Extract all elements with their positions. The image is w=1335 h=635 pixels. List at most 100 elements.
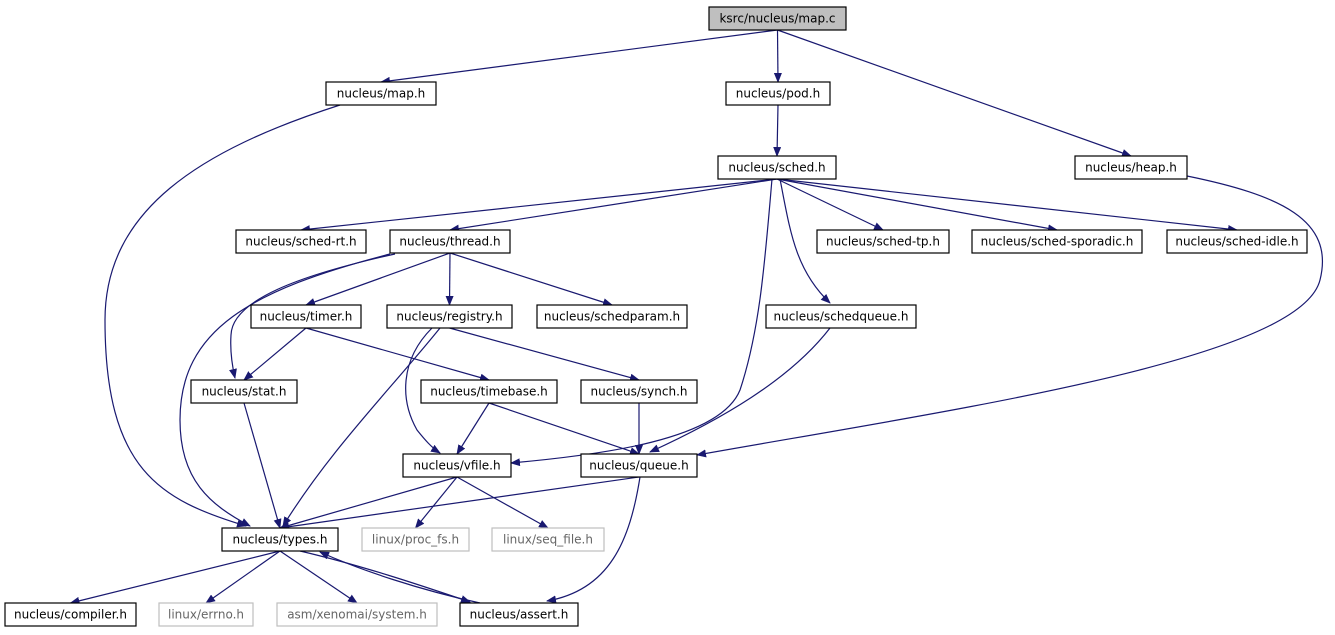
node-schedparam_h[interactable]: nucleus/schedparam.h	[536, 304, 688, 329]
node-label-schedparam_h: nucleus/schedparam.h	[544, 310, 680, 324]
node-box-vfile_h	[402, 453, 512, 478]
node-timebase_h[interactable]: nucleus/timebase.h	[420, 379, 558, 404]
node-box-errno_h	[158, 602, 254, 627]
node-proc_fs_h: linux/proc_fs.h	[361, 527, 470, 552]
edges-layer	[69, 29, 1323, 605]
node-box-timer_h	[250, 304, 362, 329]
node-box-queue_h	[580, 453, 698, 478]
node-sched_tp_h[interactable]: nucleus/sched-tp.h	[816, 229, 950, 254]
node-schedqueue_h[interactable]: nucleus/schedqueue.h	[765, 304, 917, 329]
node-box-map_c	[708, 6, 847, 31]
node-thread_h[interactable]: nucleus/thread.h	[389, 229, 511, 254]
node-label-stat_h: nucleus/stat.h	[202, 385, 287, 399]
node-label-proc_fs_h: linux/proc_fs.h	[372, 533, 459, 547]
node-assert_h[interactable]: nucleus/assert.h	[459, 602, 579, 627]
node-box-registry_h	[386, 304, 513, 329]
edge-queue_h-to-types_h	[279, 476, 640, 531]
node-sched_sporadic_h[interactable]: nucleus/sched-sporadic.h	[971, 229, 1143, 254]
edge-registry_h-to-synch_h	[449, 327, 640, 382]
edge-registry_h-to-types_h	[282, 327, 441, 527]
edge-timebase_h-to-vfile_h	[456, 402, 490, 455]
edge-sched_h-to-sched_rt_h	[300, 178, 778, 234]
node-label-sched_tp_h: nucleus/sched-tp.h	[826, 235, 940, 249]
node-synch_h[interactable]: nucleus/synch.h	[580, 379, 698, 404]
node-label-timer_h: nucleus/timer.h	[260, 310, 353, 324]
edge-vfile_h-to-proc_fs_h	[414, 476, 458, 529]
node-box-sched_tp_h	[816, 229, 950, 254]
node-label-types_h: nucleus/types.h	[233, 533, 328, 547]
node-label-queue_h: nucleus/queue.h	[589, 459, 688, 473]
edge-types_h-to-compiler_h	[69, 550, 281, 605]
node-label-errno_h: linux/errno.h	[168, 608, 244, 622]
node-label-sched_sporadic_h: nucleus/sched-sporadic.h	[981, 235, 1134, 249]
node-seq_file_h: linux/seq_file.h	[491, 527, 605, 552]
node-box-assert_h	[459, 602, 579, 627]
node-sched_rt_h[interactable]: nucleus/sched-rt.h	[235, 229, 367, 254]
edge-heap_h-to-queue_h	[696, 175, 1323, 458]
node-label-schedqueue_h: nucleus/schedqueue.h	[774, 310, 909, 324]
edge-types_h-to-errno_h	[205, 550, 281, 604]
edge-sched_h-to-sched_idle_h	[776, 178, 1238, 233]
node-map_h[interactable]: nucleus/map.h	[325, 81, 437, 106]
node-box-seq_file_h	[491, 527, 605, 552]
node-map_c[interactable]: ksrc/nucleus/map.c	[708, 6, 847, 31]
node-compiler_h[interactable]: nucleus/compiler.h	[4, 602, 137, 627]
node-box-sched_h	[717, 155, 837, 180]
node-box-sched_sporadic_h	[971, 229, 1143, 254]
node-label-timebase_h: nucleus/timebase.h	[430, 385, 548, 399]
edge-vfile_h-to-seq_file_h	[456, 476, 549, 529]
node-label-map_h: nucleus/map.h	[337, 87, 426, 101]
node-box-heap_h	[1074, 155, 1188, 180]
nodes-layer: ksrc/nucleus/map.c nucleus/map.h nucleus/p…	[4, 6, 1308, 627]
edge-thread_h-to-types_h	[179, 253, 391, 527]
node-timer_h[interactable]: nucleus/timer.h	[250, 304, 362, 329]
node-label-thread_h: nucleus/thread.h	[399, 235, 500, 249]
node-label-assert_h: nucleus/assert.h	[470, 608, 569, 622]
edge-assert_h-to-types_h	[319, 551, 481, 604]
node-errno_h: linux/errno.h	[158, 602, 254, 627]
node-label-sched_h: nucleus/sched.h	[728, 161, 825, 175]
node-box-sched_idle_h	[1166, 229, 1308, 254]
node-label-sched_rt_h: nucleus/sched-rt.h	[245, 235, 356, 249]
node-box-proc_fs_h	[361, 527, 470, 552]
node-pod_h[interactable]: nucleus/pod.h	[725, 81, 831, 106]
edge-thread_h-to-schedparam_h	[449, 252, 613, 307]
node-label-map_c: ksrc/nucleus/map.c	[719, 12, 835, 26]
node-sched_idle_h[interactable]: nucleus/sched-idle.h	[1166, 229, 1308, 254]
node-label-system_h: asm/xenomai/system.h	[287, 608, 427, 622]
node-label-registry_h: nucleus/registry.h	[396, 310, 502, 324]
node-label-seq_file_h: linux/seq_file.h	[503, 533, 593, 547]
edge-schedqueue_h-to-queue_h	[649, 327, 831, 453]
node-box-synch_h	[580, 379, 698, 404]
edge-sched_h-to-sched_sporadic_h	[776, 178, 1058, 233]
edge-types_h-to-system_h	[279, 550, 358, 604]
edge-thread_h-to-registry_h	[445, 252, 454, 306]
node-box-thread_h	[389, 229, 511, 254]
node-registry_h[interactable]: nucleus/registry.h	[386, 304, 513, 329]
node-label-heap_h: nucleus/heap.h	[1085, 161, 1177, 175]
node-queue_h[interactable]: nucleus/queue.h	[580, 453, 698, 478]
edge-pod_h-to-sched_h	[773, 104, 782, 157]
node-box-compiler_h	[4, 602, 137, 627]
edge-map_c-to-heap_h	[777, 29, 1132, 157]
node-box-stat_h	[190, 379, 298, 404]
edge-queue_h-to-assert_h	[546, 476, 641, 604]
node-stat_h[interactable]: nucleus/stat.h	[190, 379, 298, 404]
node-sched_h[interactable]: nucleus/sched.h	[717, 155, 837, 180]
edge-vfile_h-to-types_h	[279, 476, 458, 530]
node-box-pod_h	[725, 81, 831, 106]
edge-stat_h-to-types_h	[243, 402, 282, 529]
node-box-schedparam_h	[536, 304, 688, 329]
node-box-map_h	[325, 81, 437, 106]
node-heap_h[interactable]: nucleus/heap.h	[1074, 155, 1188, 180]
edge-sched_h-to-sched_tp_h	[776, 178, 884, 231]
node-types_h[interactable]: nucleus/types.h	[221, 527, 339, 552]
edge-map_c-to-map_h	[380, 29, 778, 85]
node-label-synch_h: nucleus/synch.h	[590, 385, 687, 399]
edge-map_h-to-types_h	[104, 104, 341, 528]
node-label-pod_h: nucleus/pod.h	[736, 87, 820, 101]
edge-registry_h-to-vfile_h	[405, 327, 441, 454]
node-box-types_h	[221, 527, 339, 552]
node-vfile_h[interactable]: nucleus/vfile.h	[402, 453, 512, 478]
